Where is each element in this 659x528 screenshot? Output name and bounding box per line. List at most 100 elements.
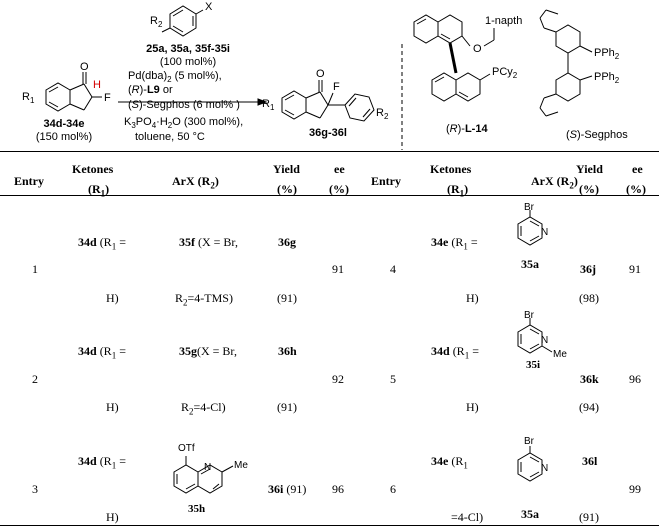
- header-yield-pct-2: (%): [579, 182, 599, 196]
- pyridine-me: Me: [553, 349, 567, 360]
- header-ketones: Ketones: [72, 162, 114, 176]
- ketone-h: H): [106, 510, 119, 524]
- pyridine-br: Br: [524, 202, 535, 213]
- sm-hydrogen: H: [93, 79, 101, 91]
- reagent-r2: R2: [150, 15, 163, 29]
- ee-value: 91: [629, 262, 641, 276]
- header-ee-2: ee: [632, 162, 643, 176]
- table-bottom-rule: [0, 525, 659, 526]
- header-r1: (R1): [88, 182, 110, 199]
- arx-compound-id: 35i: [526, 359, 540, 371]
- ketone-cell: 34e (R1 =: [431, 235, 478, 252]
- pyridine-structure: Br N 35a: [517, 436, 548, 521]
- header-entry-2: Entry: [371, 174, 401, 188]
- sm-amount: (150 mol%): [36, 131, 92, 143]
- methylpyridine-structure: Br N Me 35i: [517, 310, 567, 371]
- sm-r1: R1: [22, 91, 35, 105]
- arx-cell: 35g(X = Br,: [179, 344, 237, 358]
- base: K3PO4·H2O (300 mol%),: [124, 116, 243, 130]
- ligand-l9: (R)-L9 or: [128, 84, 173, 96]
- l14-label: (R)-L-14: [446, 123, 488, 135]
- entry-number: 6: [390, 482, 396, 496]
- header-ketones-2: Ketones: [430, 162, 472, 176]
- prod-oxygen: O: [316, 68, 325, 80]
- arx-compound-id: 35a: [521, 507, 539, 521]
- yield-value: (91): [579, 510, 599, 524]
- seg-pph2-a: PPh2: [594, 47, 620, 61]
- prod-ids: 36g-36l: [309, 127, 347, 139]
- header-entry: Entry: [14, 174, 44, 188]
- entry-number: 5: [390, 372, 396, 386]
- header-yield: Yield: [273, 162, 300, 176]
- quinoline-n: N: [204, 462, 211, 473]
- header-ee-pct-2: (%): [626, 182, 646, 196]
- ee-value: 91: [332, 262, 344, 276]
- quinoline-otf: OTf: [178, 443, 195, 454]
- yield-value: (91): [277, 400, 297, 414]
- header-yield-2: Yield: [576, 162, 603, 176]
- sm-ids: 34d-34e: [44, 118, 85, 130]
- prod-fluorine: F: [333, 81, 340, 93]
- arx-compound-id: 35a: [521, 257, 539, 271]
- reagent-amount: (100 mol%): [160, 56, 216, 68]
- product-yield-cell: 36i (91): [268, 482, 307, 496]
- arx-cell: 35f (X = Br,: [179, 235, 238, 249]
- yield-value: (94): [579, 400, 599, 414]
- product-id: 36k: [580, 372, 599, 386]
- table-top-rule: [0, 151, 659, 152]
- header-arx-2: ArX (R2): [531, 174, 578, 191]
- reagent-x: X: [205, 1, 213, 13]
- header-ee: ee: [334, 162, 345, 176]
- pyridine-n: N: [541, 227, 548, 238]
- entry-number: 3: [32, 482, 38, 496]
- pyridine-br: Br: [524, 436, 535, 447]
- conditions: toluene, 50 °C: [135, 131, 205, 143]
- l14-oxygen: O: [473, 43, 482, 55]
- ee-value: 92: [332, 372, 344, 386]
- header-ee-pct: (%): [329, 182, 349, 196]
- ee-value: 96: [332, 482, 344, 496]
- ee-value: 96: [629, 372, 641, 386]
- seg-pph2-b: PPh2: [594, 71, 620, 85]
- header-r1-2: (R1): [447, 182, 469, 199]
- ketone-h: H): [106, 400, 119, 414]
- product-id: 36j: [580, 262, 596, 276]
- yield-value: (91): [277, 291, 297, 305]
- ketone-cell: 34d (R1 =: [78, 235, 126, 252]
- ketone-cell: 34e (R1: [431, 454, 468, 471]
- pyridine-n: N: [541, 463, 548, 474]
- sm-oxygen: O: [80, 61, 89, 73]
- reaction-scheme: R2 X 25a, 35a, 35f-35i (100 mol%) Pd(dba…: [22, 1, 628, 150]
- catalyst: Pd(dba)2 (5 mol%),: [128, 70, 222, 84]
- product-id: 36g: [278, 235, 296, 249]
- arx-compound-id: 35h: [188, 503, 205, 515]
- product-id: 36h: [278, 344, 297, 358]
- quinoline-structure: OTf N Me 35h: [173, 443, 248, 515]
- entry-number: 2: [32, 372, 38, 386]
- entry-number: 1: [32, 262, 38, 276]
- quinoline-me: Me: [234, 460, 248, 471]
- segphos-label: (S)-Segphos: [566, 129, 628, 141]
- ligand-segphos: (S)-Segphos (6 mol% ): [128, 99, 240, 111]
- ketone-h: H): [466, 291, 479, 305]
- sm-fluorine: F: [104, 92, 111, 104]
- arx-r2: R2=4-Cl): [181, 400, 226, 417]
- header-arx: ArX (R2): [172, 174, 219, 191]
- yield-value: (98): [579, 291, 599, 305]
- pyridine-structure: Br N 35a: [517, 202, 548, 271]
- prod-r1: R1: [262, 98, 275, 112]
- header-yield-pct: (%): [277, 182, 297, 196]
- table-header-rule: [0, 195, 659, 196]
- product-id: 36l: [582, 454, 598, 468]
- ee-value: 99: [629, 482, 641, 496]
- reagent-ids: 25a, 35a, 35f-35i: [146, 43, 230, 55]
- ketone-cell: 34d (R1 =: [78, 344, 126, 361]
- entry-number: 4: [390, 262, 396, 276]
- pyridine-n: N: [541, 335, 548, 346]
- l14-napth: 1-napth: [485, 15, 522, 27]
- arx-r2: R2=4-TMS): [175, 291, 233, 308]
- ketone-cell: 34d (R1 =: [431, 344, 479, 361]
- prod-r2: R2: [376, 107, 389, 121]
- ketone-cell: 34d (R1 =: [78, 454, 126, 471]
- ketone-h: H): [466, 400, 479, 414]
